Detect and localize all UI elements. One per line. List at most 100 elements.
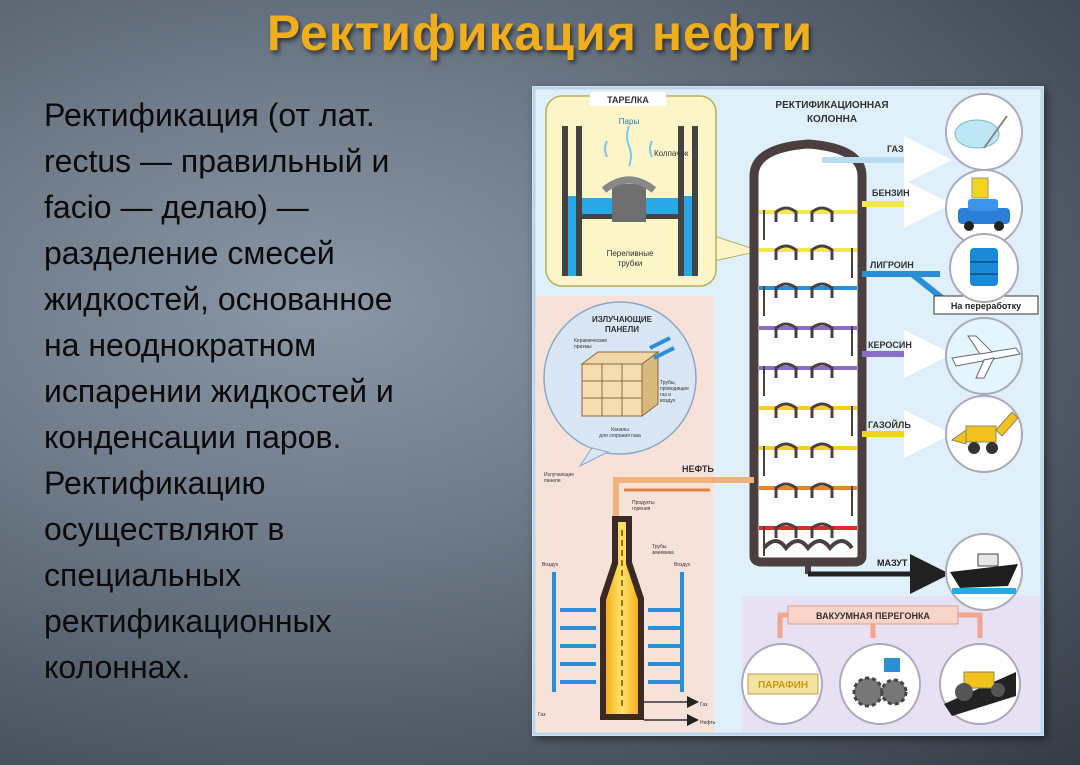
air-right-label: Воздух <box>674 562 691 568</box>
excavator-icon <box>945 395 1023 473</box>
bubble-cap <box>774 522 798 538</box>
tray-overflow-label-2: трубки <box>618 259 643 268</box>
bubble-cap <box>774 362 798 378</box>
kerosene-label: КЕРОСИН <box>868 340 912 350</box>
tubes-label-1: Трубы, <box>660 380 676 386</box>
processing-label: На переработку <box>951 301 1021 311</box>
tray-plate <box>759 446 857 450</box>
bubble-cap <box>774 206 798 222</box>
tray-plate <box>759 210 857 214</box>
tray-plate <box>759 326 857 330</box>
distillation-column <box>749 139 867 574</box>
tube-furnace: НЕФТЬ Продукты горения Излучающие панели… <box>538 464 754 726</box>
output-gasoline: БЕНЗИН <box>862 180 952 228</box>
definition-line: ректификационных <box>44 603 332 639</box>
channels-label-1: Каналы <box>611 427 629 433</box>
bubble-cap <box>810 442 834 458</box>
tray-plate <box>759 366 857 370</box>
road-roller-icon <box>939 643 1021 725</box>
radiant-label-1: Излучающие <box>544 472 574 478</box>
bubble-cap <box>810 244 834 260</box>
tubes-label-2: проводящие <box>660 386 689 392</box>
tray-plate <box>759 526 857 530</box>
tray-cap-label: Колпачок <box>654 149 689 158</box>
ceramic-label-1: Керамические <box>574 338 607 344</box>
output-fuel-oil: МАЗУТ <box>808 554 950 594</box>
bubble-cap <box>810 522 834 538</box>
definition-line: Ректификацию <box>44 465 266 501</box>
oil-label: НЕФТЬ <box>682 464 714 474</box>
radiant-label-2: панели <box>544 478 561 484</box>
tubes-label-4: воздух <box>660 398 676 404</box>
definition-line: жидкостей, основанное <box>44 281 393 317</box>
gas-label: ГАЗ <box>887 144 904 154</box>
definition-line: конденсации паров. <box>44 419 342 455</box>
vacuum-title: ВАКУУМНАЯ ПЕРЕГОНКА <box>816 611 930 621</box>
distillation-diagram: ТАРЕЛКА Пары Колпачок Переливные трубки … <box>532 86 1044 736</box>
ligroin-label: ЛИГРОИН <box>870 260 914 270</box>
channels-label-2: для сгорания газа <box>599 433 641 439</box>
coil-label-1: Трубы <box>652 544 667 550</box>
heater-tubes <box>560 608 680 684</box>
definition-line: колоннах. <box>44 649 191 685</box>
output-kerosene: КЕРОСИН <box>862 330 952 378</box>
oil-in-label: Нефть <box>700 720 716 726</box>
fuel-oil-label: МАЗУТ <box>877 558 908 568</box>
gas-left-label: Газ <box>538 712 546 718</box>
bubble-cap <box>810 282 834 298</box>
gasoil-label: ГАЗОЙЛЬ <box>868 419 911 430</box>
paraffin-label: ПАРАФИН <box>758 680 808 691</box>
bubble-cap <box>774 402 798 418</box>
definition-line: специальных <box>44 557 242 593</box>
definition-line: facio — делаю) — <box>44 189 309 225</box>
ship-icon <box>945 533 1023 611</box>
car-icon <box>945 169 1023 247</box>
panels-inset: ИЗЛУЧАЮЩИЕ ПАНЕЛИ Керамические призмы Тр… <box>543 301 697 468</box>
bubble-cap <box>810 322 834 338</box>
tray-plate <box>759 286 857 290</box>
definition-line: на неоднократном <box>44 327 317 363</box>
bubble-cap <box>774 482 798 498</box>
definition-line: rectus — правильный и <box>44 143 390 179</box>
output-gas: ГАЗ <box>822 136 952 184</box>
vacuum-distillation: ВАКУУМНАЯ ПЕРЕГОНКА ПАРАФИН <box>741 605 1021 725</box>
tray-inset: ТАРЕЛКА Пары Колпачок Переливные трубки <box>545 92 762 287</box>
tray-overflow-label-1: Переливные <box>607 249 654 258</box>
air-left-label: Воздух <box>542 562 559 568</box>
definition-line: Ректификация (от лат. <box>44 97 375 133</box>
ceramic-label-2: призмы <box>574 344 592 350</box>
tray-plate <box>759 248 857 252</box>
definition-line: осуществляют в <box>44 511 285 547</box>
bubble-cap <box>810 206 834 222</box>
gasoline-label: БЕНЗИН <box>872 188 910 198</box>
column-trays <box>759 206 857 556</box>
definition-line: разделение смесей <box>44 235 335 271</box>
bubble-cap <box>774 442 798 458</box>
products-label-1: Продукты <box>632 500 655 506</box>
tray-plate <box>759 486 857 490</box>
ceramic-blocks <box>580 336 675 417</box>
definition-text: Ректификация (от лат. rectus — правильны… <box>44 92 514 690</box>
paraffin-icon: ПАРАФИН <box>741 643 823 725</box>
definition-line: испарении жидкостей и <box>44 373 394 409</box>
column-title-line-1: РЕКТИФИКАЦИОННАЯ <box>775 100 888 111</box>
airplane-icon <box>945 317 1023 395</box>
slide-title: Ректификация нефти <box>266 5 814 61</box>
tubes-label-3: газ и <box>660 392 671 398</box>
barrel-icon <box>949 233 1019 303</box>
bubble-cap <box>810 402 834 418</box>
bubble-cap <box>774 244 798 260</box>
output-gasoil: ГАЗОЙЛЬ <box>862 410 952 458</box>
panels-title-1: ИЗЛУЧАЮЩИЕ <box>592 315 653 324</box>
tray-vapors-label: Пары <box>619 117 640 126</box>
column-title-line-2: КОЛОННА <box>807 114 857 125</box>
gears-icon <box>839 643 921 725</box>
tray-plate <box>759 406 857 410</box>
bubble-cap <box>774 282 798 298</box>
bubble-cap <box>810 362 834 378</box>
gasholder-icon <box>945 93 1023 171</box>
products-label-2: горения <box>632 506 651 512</box>
tray-title: ТАРЕЛКА <box>607 95 649 105</box>
bubble-cap <box>810 482 834 498</box>
gas-right-label: Газ <box>700 702 708 708</box>
